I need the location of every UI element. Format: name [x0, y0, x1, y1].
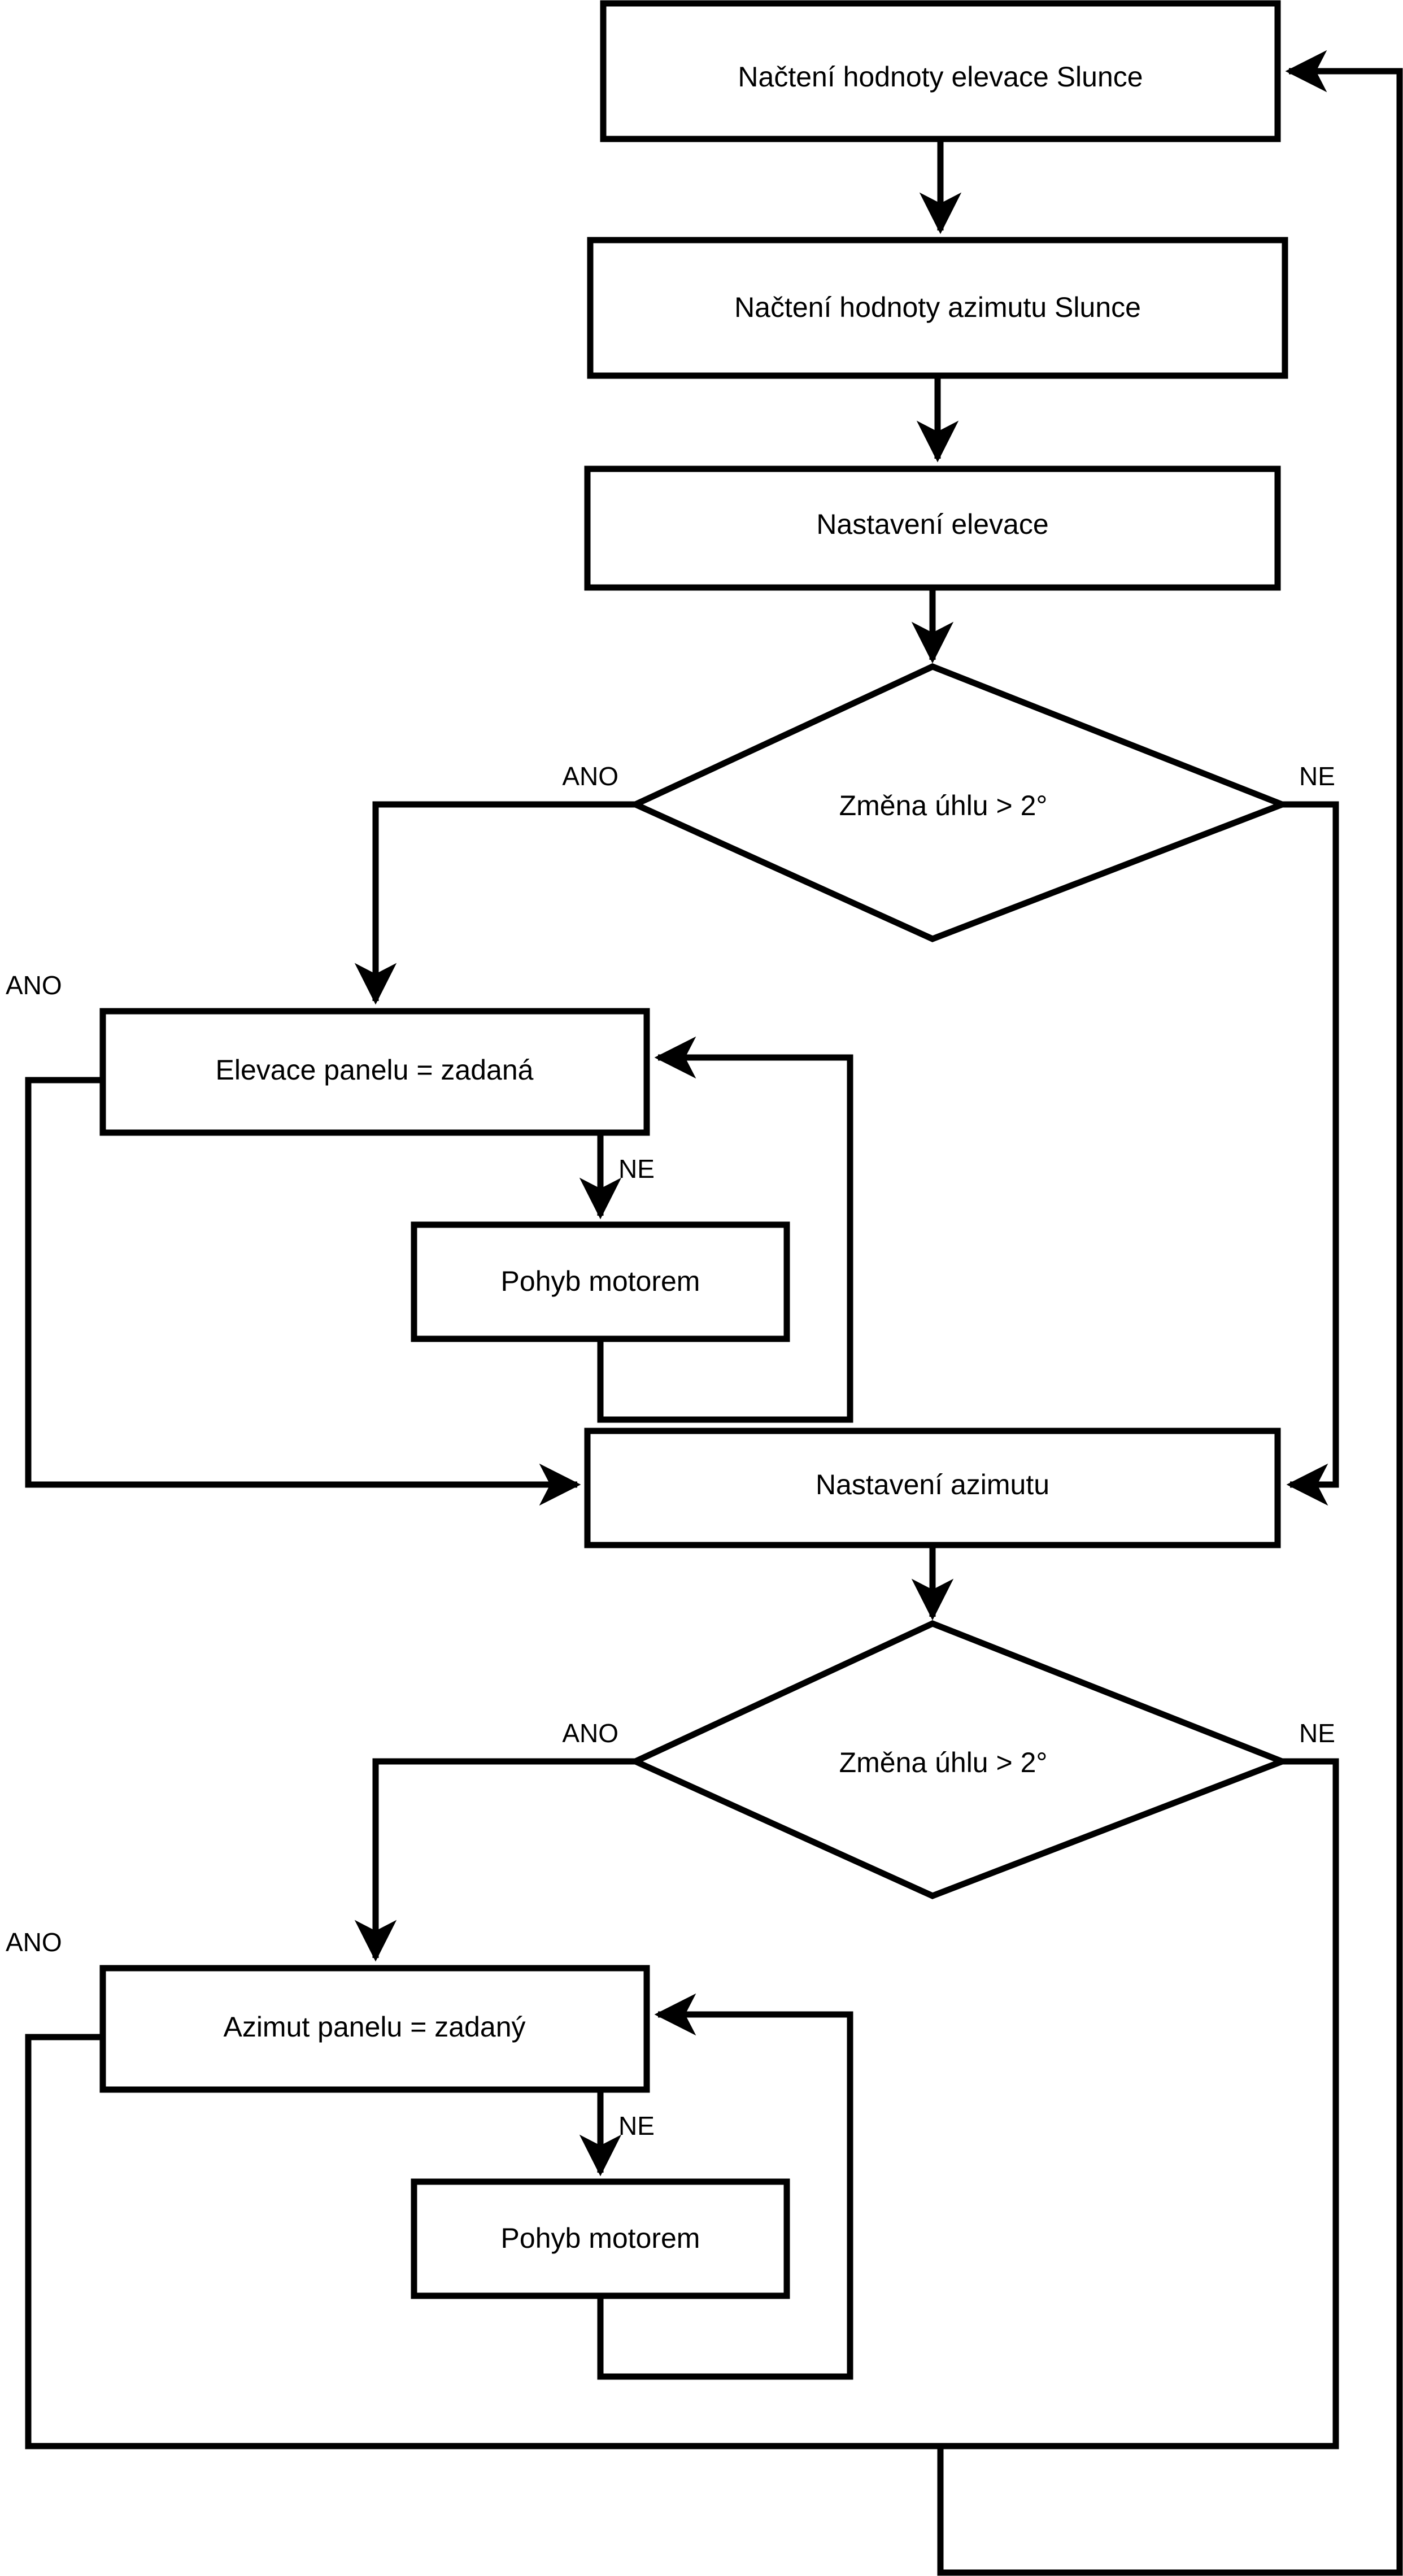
edge-label-ne: NE	[1299, 762, 1335, 791]
node-nastaveni-elevace[interactable]	[584, 465, 1281, 591]
node-label: Pohyb motorem	[501, 2222, 700, 2254]
edge-label-ne: NE	[618, 2111, 655, 2140]
node-label: Změna úhlu > 2°	[839, 1747, 1048, 1778]
edge-label-ne: NE	[618, 1154, 655, 1183]
node-label: Načtení hodnoty elevace Slunce	[738, 61, 1143, 93]
node-label: Načtení hodnoty azimutu Slunce	[734, 291, 1141, 323]
edge-label-ano: ANO	[6, 971, 62, 1000]
edge-label-ano: ANO	[562, 762, 618, 791]
node-nacteni-elevace[interactable]	[600, 0, 1281, 142]
node-label: Změna úhlu > 2°	[839, 790, 1048, 821]
edge-n8-loopback	[597, 1993, 853, 2380]
edge-d1-no	[1282, 801, 1339, 1506]
node-label: Nastavení elevace	[816, 508, 1048, 540]
edge-label-ano: ANO	[6, 1927, 62, 1957]
node-label: Elevace panelu = zadaná	[216, 1054, 534, 1086]
node-decision-azimut[interactable]	[628, 1620, 1291, 1899]
node-nastaveni-azimutu[interactable]	[584, 1428, 1281, 1548]
edge-label-ne: NE	[1299, 1718, 1335, 1748]
node-decision-elevace[interactable]	[628, 663, 1291, 942]
edge-label-ano: ANO	[562, 1718, 618, 1748]
node-pohyb-motorem-azimut[interactable]	[411, 2178, 790, 2299]
edge-d1-yes	[354, 801, 635, 1005]
edge-d2-no	[940, 1758, 1339, 2449]
node-label: Azimut panelu = zadaný	[223, 2011, 525, 2043]
edge-n7-yes	[25, 2034, 940, 2449]
edge-global-return	[937, 50, 1403, 2576]
node-pohyb-motorem-elevace[interactable]	[411, 1221, 790, 1342]
node-nacteni-azimutu[interactable]	[587, 237, 1288, 379]
edge-n5-loopback	[597, 1036, 853, 1423]
node-azimut-panelu[interactable]	[99, 1965, 650, 2093]
node-label: Nastavení azimutu	[816, 1469, 1049, 1500]
node-elevace-panelu[interactable]	[99, 1008, 650, 1136]
node-label: Pohyb motorem	[501, 1265, 700, 1297]
edge-d2-yes	[354, 1758, 635, 1962]
edge-n4-yes	[25, 1077, 581, 1506]
